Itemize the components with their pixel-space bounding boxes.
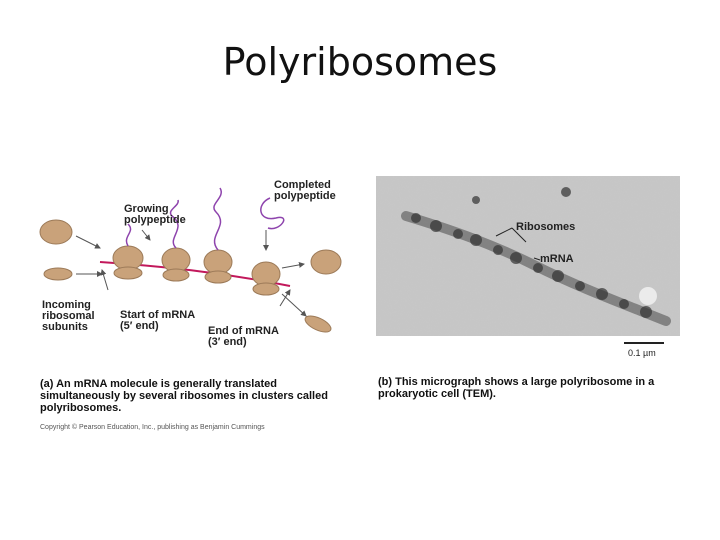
copyright-note: Copyright © Pearson Education, Inc., pub… (40, 424, 265, 431)
slide-title: Polyribosomes (222, 40, 498, 84)
polypeptide-1 (125, 223, 132, 247)
arrow-start (100, 269, 109, 291)
label-end-mrna: End of mRNA (3′ end) (208, 325, 279, 348)
polypeptide-completed (260, 197, 285, 230)
ribosome-dots (411, 187, 652, 318)
released-small-subunit (304, 315, 332, 333)
arrow-release-small (281, 293, 307, 317)
label-incoming-subunits: Incoming ribosomal subunits (42, 299, 95, 333)
label-completed-polypeptide: Completed polypeptide (274, 179, 336, 202)
caption-a: (a) An mRNA molecule is generally transl… (40, 378, 328, 414)
polypeptide-3 (213, 187, 222, 251)
label-start-mrna: Start of mRNA (5′ end) (120, 309, 196, 332)
panel-a-diagram: Growing polypeptide Completed polypeptid… (30, 170, 370, 440)
tem-micrograph (376, 176, 680, 336)
caption-b: (b) This micrograph shows a large polyri… (378, 376, 655, 400)
incoming-small-subunit (43, 267, 73, 281)
released-large-subunit (310, 249, 342, 275)
polyribosome-diagram (39, 187, 342, 333)
ribosome-3 (203, 249, 233, 284)
label-mrna: mRNA (540, 253, 574, 265)
ribosome-1 (112, 245, 144, 280)
incoming-large-subunit (39, 219, 73, 245)
arrow-end (279, 289, 291, 307)
light-particle (639, 287, 657, 305)
arrow-incoming-large (75, 235, 101, 249)
scale-bar (624, 342, 664, 344)
scale-label: 0.1 µm (628, 348, 656, 358)
panel-b-micrograph: Ribosomes mRNA 0.1 µm (b) This micrograp… (376, 176, 680, 416)
arrow-growing (141, 229, 151, 241)
label-ribosomes: Ribosomes (516, 221, 576, 233)
ribosome-4 (251, 261, 281, 296)
ribosome-2 (161, 247, 191, 282)
arrow-release (281, 261, 305, 269)
label-growing-polypeptide: Growing polypeptide (124, 203, 186, 226)
polypeptide-2 (169, 199, 179, 249)
